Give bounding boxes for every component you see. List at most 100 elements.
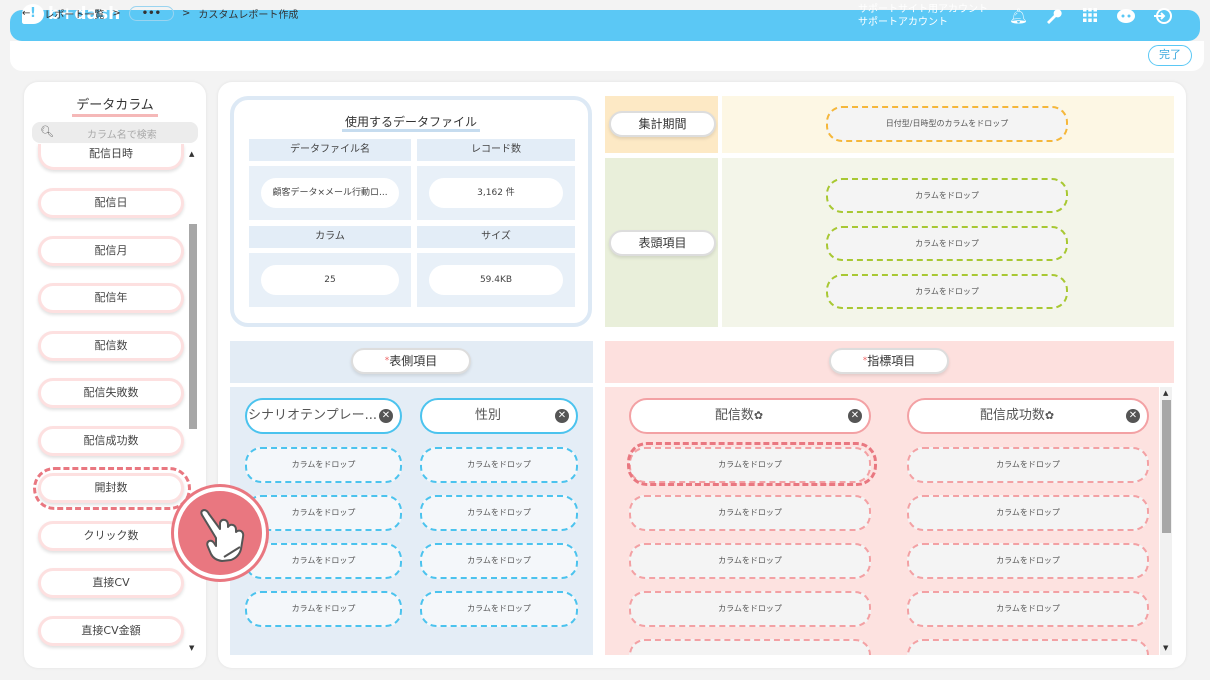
metric-dropzone[interactable] bbox=[629, 639, 871, 655]
search-placeholder: カラム名で検索 bbox=[87, 130, 157, 141]
breadcrumb: ← レポート一覧 > ••• > カスタムレポート作成 bbox=[22, 6, 298, 21]
file-name-value: 顧客データ×メール行動ロ... bbox=[261, 178, 399, 208]
remove-icon[interactable]: ✕ bbox=[1126, 409, 1140, 423]
chat-bot-icon[interactable] bbox=[1116, 7, 1135, 25]
done-button[interactable]: 完了 bbox=[1148, 45, 1192, 66]
metric-dropzone[interactable]: カラムをドロップ bbox=[907, 543, 1149, 579]
record-count-value: 3,162 件 bbox=[429, 178, 563, 208]
data-file-box: 使用するデータファイル データファイル名 レコード数 顧客データ×メール行動ロ.… bbox=[230, 96, 592, 327]
breadcrumb-report-list[interactable]: レポート一覧 bbox=[44, 10, 105, 21]
data-column-panel: データカラム 🔍︎ カラム名で検索 配信日時 配信日 配信月 配信年 配信数 配… bbox=[24, 82, 206, 668]
metric-items-label-text: 指標項目 bbox=[867, 354, 916, 368]
columns-value: 25 bbox=[261, 265, 399, 295]
breadcrumb-separator: > bbox=[112, 8, 121, 19]
metric-dropzone[interactable]: カラムをドロップ bbox=[907, 495, 1149, 531]
header-dropzone[interactable]: カラムをドロップ bbox=[826, 226, 1068, 261]
header-size: サイズ bbox=[417, 226, 575, 248]
logo-mark-icon: ! bbox=[22, 4, 44, 24]
column-item[interactable]: 配信日時 bbox=[38, 144, 184, 170]
column-item[interactable]: 配信月 bbox=[38, 236, 184, 266]
drop-target-highlight bbox=[627, 442, 877, 486]
scroll-up-icon[interactable]: ▲ bbox=[1163, 389, 1169, 397]
remove-icon[interactable]: ✕ bbox=[848, 409, 862, 423]
period-label: 集計期間 bbox=[609, 111, 716, 137]
search-icon: 🔍︎ bbox=[40, 125, 54, 138]
column-item[interactable]: 配信日 bbox=[38, 188, 184, 218]
gear-icon[interactable]: ✿ bbox=[1044, 409, 1055, 422]
period-dropzone[interactable]: 日付型/日時型のカラムをドロップ bbox=[826, 106, 1068, 142]
scroll-down-icon[interactable]: ▼ bbox=[189, 644, 195, 652]
row-dropzone[interactable]: カラムをドロップ bbox=[245, 543, 402, 579]
column-item[interactable]: 開封数 bbox=[38, 473, 184, 503]
row-items-label-text: 表側項目 bbox=[389, 354, 438, 368]
metric-dropzone[interactable]: カラムをドロップ bbox=[907, 447, 1149, 483]
header-columns: カラム bbox=[249, 226, 411, 248]
metric-dropzone[interactable]: カラムをドロップ bbox=[629, 543, 871, 579]
header-dropzone[interactable]: カラムをドロップ bbox=[826, 178, 1068, 213]
scroll-up-icon[interactable]: ▲ bbox=[189, 150, 195, 158]
column-item[interactable]: 配信成功数 bbox=[38, 426, 184, 456]
header-items-label: 表頭項目 bbox=[609, 230, 716, 256]
columns-cell: 25 bbox=[249, 253, 411, 307]
bell-icon[interactable]: 🔔︎ bbox=[1009, 7, 1029, 25]
metric-scroll-thumb[interactable] bbox=[1162, 400, 1171, 533]
row-dropzone[interactable]: カラムをドロップ bbox=[420, 447, 578, 483]
header-dropzone[interactable]: カラムをドロップ bbox=[826, 274, 1068, 309]
column-item[interactable]: 直接CV金額 bbox=[38, 616, 184, 646]
required-mark: * bbox=[862, 356, 868, 366]
row-dropzone[interactable]: カラムをドロップ bbox=[420, 543, 578, 579]
drag-highlight-ring bbox=[33, 467, 191, 510]
required-mark: * bbox=[384, 356, 390, 366]
metric-chip-label: 配信成功数✿ bbox=[979, 408, 1055, 423]
column-item[interactable]: クリック数 bbox=[38, 521, 184, 551]
header-record-count: レコード数 bbox=[417, 139, 575, 161]
metric-chip[interactable]: 配信成功数✿ ✕ bbox=[907, 398, 1149, 434]
remove-icon[interactable]: ✕ bbox=[379, 409, 393, 423]
metric-dropzone[interactable]: カラムをドロップ bbox=[629, 591, 871, 627]
file-name-cell: 顧客データ×メール行動ロ... bbox=[249, 166, 411, 220]
size-cell: 59.4KB bbox=[417, 253, 575, 307]
scroll-down-icon[interactable]: ▼ bbox=[1163, 644, 1169, 652]
row-chip[interactable]: 性別 ✕ bbox=[420, 398, 578, 434]
metric-dropzone[interactable]: カラムをドロップ bbox=[629, 495, 871, 531]
column-item[interactable]: 配信年 bbox=[38, 283, 184, 313]
logout-icon[interactable] bbox=[1153, 7, 1172, 25]
row-items-label: *表側項目 bbox=[351, 348, 471, 374]
row-dropzone[interactable]: カラムをドロップ bbox=[420, 591, 578, 627]
breadcrumb-separator: > bbox=[181, 8, 191, 19]
column-item[interactable]: 直接CV bbox=[38, 568, 184, 598]
column-search-input[interactable]: 🔍︎ カラム名で検索 bbox=[32, 122, 198, 143]
metric-dropzone[interactable]: カラムをドロップ bbox=[629, 447, 871, 483]
back-arrow-icon[interactable]: ← bbox=[22, 8, 31, 19]
wrench-icon[interactable] bbox=[1044, 7, 1062, 25]
column-item[interactable]: 配信失敗数 bbox=[38, 378, 184, 408]
metric-items-label: *指標項目 bbox=[829, 348, 949, 374]
row-dropzone[interactable]: カラムをドロップ bbox=[245, 447, 402, 483]
breadcrumb-bar bbox=[10, 41, 1204, 71]
record-count-cell: 3,162 件 bbox=[417, 166, 575, 220]
row-dropzone[interactable]: カラムをドロップ bbox=[245, 591, 402, 627]
account-name: サポートアカウント bbox=[858, 17, 948, 28]
size-value: 59.4KB bbox=[429, 265, 563, 295]
gear-icon[interactable]: ✿ bbox=[753, 409, 764, 422]
row-dropzone[interactable]: カラムをドロップ bbox=[245, 495, 402, 531]
sidebar-scroll-thumb[interactable] bbox=[189, 224, 197, 429]
breadcrumb-more-button[interactable]: ••• bbox=[128, 6, 174, 21]
drag-hand-icon bbox=[174, 487, 266, 579]
metric-dropzone[interactable]: カラムをドロップ bbox=[907, 591, 1149, 627]
metric-dropzone[interactable] bbox=[907, 639, 1149, 655]
row-chip-label: シナリオテンプレー... bbox=[247, 408, 377, 423]
top-header-bar bbox=[10, 10, 1200, 41]
row-chip[interactable]: シナリオテンプレー... ✕ bbox=[245, 398, 402, 434]
account-info[interactable]: サポートサイト用アカウント サポートアカウント bbox=[858, 3, 988, 29]
row-chip-label: 性別 bbox=[474, 408, 501, 423]
row-dropzone[interactable]: カラムをドロップ bbox=[420, 495, 578, 531]
app-logo[interactable]: ! b+dash bbox=[22, 4, 120, 24]
data-file-title: 使用するデータファイル bbox=[234, 113, 588, 132]
column-item[interactable]: 配信数 bbox=[38, 331, 184, 361]
account-site: サポートサイト用アカウント bbox=[858, 4, 988, 15]
remove-icon[interactable]: ✕ bbox=[555, 409, 569, 423]
grid-icon[interactable] bbox=[1081, 7, 1099, 25]
metric-chip-label: 配信数✿ bbox=[714, 408, 764, 423]
metric-chip[interactable]: 配信数✿ ✕ bbox=[629, 398, 871, 434]
